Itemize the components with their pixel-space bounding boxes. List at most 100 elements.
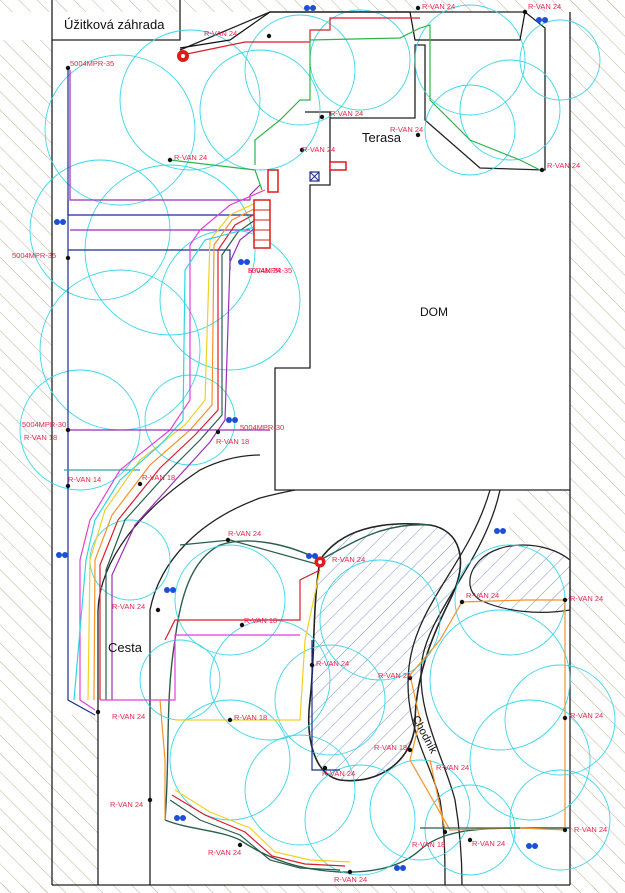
sprinkler-label: 5004MPR-35 [248, 266, 292, 275]
terasa-outline [330, 11, 546, 171]
dripper-icon [238, 259, 250, 265]
sprinkler-label: R-VAN 18 [24, 433, 57, 442]
sprinkler-label: R-VAN 18 [216, 437, 249, 446]
dripper-icon [174, 815, 186, 821]
pipe-purple [69, 70, 261, 201]
sprinkler-label: R-VAN 24 [390, 125, 423, 134]
dripper-icon [164, 587, 176, 593]
manifold-box [253, 199, 271, 249]
valve-manifold [253, 161, 347, 249]
sprinkler-label: R-VAN 18 [412, 840, 445, 849]
pipe-lower-yellow [175, 569, 321, 721]
dripper-icon [304, 5, 316, 11]
uzitkova-zahrada-label: Úžitková záhrada [64, 17, 165, 32]
pipe-lower-orange [159, 699, 166, 820]
house-outline [274, 111, 570, 491]
pipe-bundle-yellow [87, 199, 263, 701]
sprinkler-label: 5004MPR-30 [22, 420, 66, 429]
sprinkler-label: R-VAN 24 [528, 2, 561, 11]
dripper-icon [494, 528, 506, 534]
pipe-lower-loop-red [171, 794, 346, 867]
lower-lawn-edge [164, 524, 431, 821]
pipe-navy [67, 68, 96, 716]
sprinkler-label: R-VAN 24 [316, 659, 349, 668]
cesta-curve [97, 454, 261, 885]
sprinkler-label: R-VAN 24 [110, 800, 143, 809]
sprinkler-label: R-VAN 18 [142, 473, 175, 482]
sprinkler-label: R-VAN 24 [472, 839, 505, 848]
dripper-icons [54, 5, 548, 871]
dripper-icon [54, 219, 66, 225]
sprinkler-heads [65, 5, 568, 875]
valve-box-right [329, 161, 347, 171]
pipe-bundle-dkgreen [105, 214, 263, 700]
dripper-icon [226, 417, 238, 423]
sprinkler-label: R-VAN 24 [112, 712, 145, 721]
hatch-right-strip [570, 0, 625, 893]
sprinkler-label: R-VAN 24 [330, 109, 363, 118]
sprinkler-label: R-VAN 24 [302, 145, 335, 154]
pipe-red [181, 17, 420, 56]
sprinkler-label: R-VAN 24 [570, 711, 603, 720]
sprinkler-label: R-VAN 24 [228, 529, 261, 538]
upper-right-lawn [420, 12, 545, 170]
sprinkler-label: R-VAN 14 [68, 475, 101, 484]
sprinkler-label: R-VAN 24 [570, 594, 603, 603]
dom-label: DOM [420, 305, 448, 319]
hatch-bottom-strip [0, 885, 625, 893]
sprinkler-label: R-VAN 18 [244, 616, 277, 625]
sprinkler-label: R-VAN 24 [248, 266, 281, 275]
uzitkova-box [51, 0, 181, 41]
cesta-label: Cesta [108, 640, 143, 655]
dripper-icon [306, 553, 318, 559]
valve-icon-top [177, 50, 189, 62]
sprinkler-label: R-VAN 18 [374, 743, 407, 752]
sprinkler-label: R-VAN 24 [174, 153, 207, 162]
bed-borders [164, 524, 570, 873]
pipe-orange-right-2 [429, 759, 446, 831]
pipe-lower-red [164, 569, 321, 641]
sprinkler-label: R-VAN 24 [332, 555, 365, 564]
sprinkler-label: R-VAN 24 [466, 591, 499, 600]
sprinkler-label: R-VAN 24 [422, 2, 455, 11]
sprinkler-label: R-VAN 24 [204, 29, 237, 38]
pipe-green-mid [169, 159, 263, 191]
top-boundary [179, 11, 271, 51]
hatched-bed-right [469, 544, 571, 613]
hatch-left-strip [0, 40, 52, 893]
dripper-icon [56, 552, 68, 558]
manifold-upper [267, 169, 279, 193]
sprinkler-label: 5004MPR-35 [12, 251, 56, 260]
pipe-lower-magenta [100, 634, 300, 701]
sprinkler-label: R-VAN 24 [334, 875, 367, 884]
pipe-runs [64, 11, 566, 871]
dripper-icon [526, 843, 538, 849]
terasa-label: Terasa [362, 130, 402, 145]
pipe-lower-loop-yellow [174, 789, 351, 863]
sprinkler-label: R-VAN 24 [547, 161, 580, 170]
pipe-black [179, 11, 526, 49]
sprinkler-label: 5004MPR-35 [70, 59, 114, 68]
terasa-area [305, 40, 415, 118]
cesta-outer-curve [149, 489, 296, 885]
lower-lawn-bottom-edge [164, 819, 570, 873]
hatch-cesta-left [52, 715, 98, 885]
dripper-icon [394, 865, 406, 871]
sprinkler-label: 5004MPR-30 [240, 423, 284, 432]
sprinkler-label: R-VAN 24 [574, 825, 607, 834]
house-footprint [275, 28, 570, 490]
boundary-lines [51, 0, 571, 886]
sprinkler-label: R-VAN 24 [112, 602, 145, 611]
valve-icon-lower [314, 556, 326, 568]
pipe-navy-lower [311, 640, 340, 771]
hatch-lower-right [505, 490, 570, 560]
sprinkler-label: R-VAN 24 [322, 769, 355, 778]
sprinkler-label: R-VAN 18 [234, 713, 267, 722]
red-valves [177, 50, 326, 568]
sprinkler-label: R-VAN 24 [436, 763, 469, 772]
pipe-green-top [254, 24, 541, 171]
dripper-icon [536, 17, 548, 23]
pipe-bundle-cyan [73, 224, 263, 701]
pipe-bundle-purple [111, 219, 266, 700]
